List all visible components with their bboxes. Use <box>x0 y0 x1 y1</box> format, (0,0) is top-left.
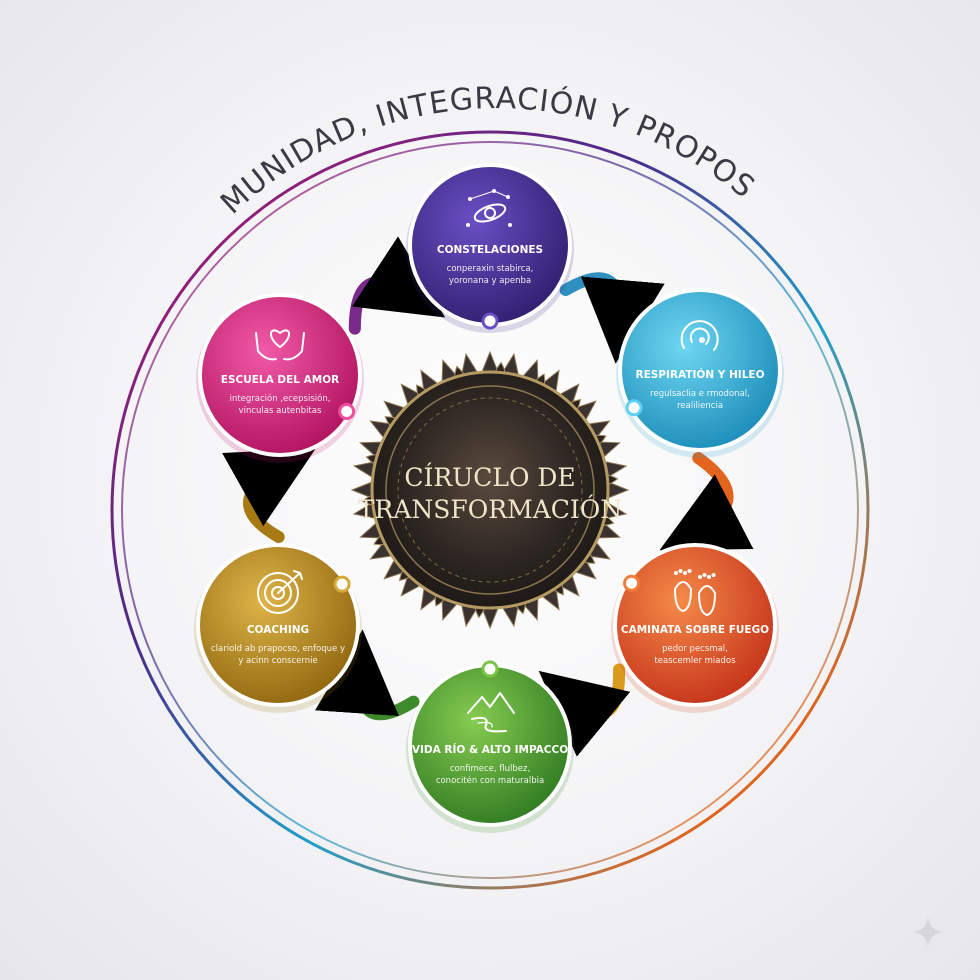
cycle-arrow <box>359 671 413 714</box>
node-subtitle-line2: vinculas autenbitas <box>239 406 322 416</box>
connector-dot <box>483 662 497 676</box>
node-subtitle-line1: conperaxin stabirca, <box>447 264 534 274</box>
node-title: RESPIRATIÓN Y HILEO <box>636 368 765 381</box>
node-subtitle-line1: clariold ab prapocso, enfoque y <box>211 644 345 654</box>
center-title-line1: CÍRUCLO DE <box>404 463 575 492</box>
node-subtitle-line2: y acinn conscernie <box>238 656 317 666</box>
cycle-arrow <box>571 669 619 712</box>
node-subtitle-line2: conocitén con maturalbia <box>436 775 544 786</box>
node-subtitle-line1: regulsaclia e rmodonal, <box>650 389 750 399</box>
cycle-arrow <box>249 469 279 537</box>
connector-dot <box>625 576 639 590</box>
cycle-arrow <box>697 458 728 531</box>
node-title: ESCUELA DEL AMOR <box>221 374 339 386</box>
node-constelaciones: CONSTELACIONES conperaxin stabirca, yorona… <box>406 165 574 333</box>
cycle-arrow <box>355 282 410 329</box>
cycle-arrow <box>566 278 620 322</box>
node-title: CONSTELACIONES <box>437 244 543 256</box>
node-subtitle-line1: confimece, flulbez, <box>450 764 530 774</box>
node-subtitle-line2: realiliencia <box>677 401 723 411</box>
center-medallion: CÍRUCLO DE TRANSFORMACIÓN <box>352 352 628 628</box>
node-title: COACHING <box>247 624 309 636</box>
node-subtitle-line2: yoronana y apenba <box>449 276 531 286</box>
node-subtitle-line1: integración ,ecepsisión, <box>230 393 331 404</box>
node-escuela: ESCUELA DEL AMOR integración ,ecepsisión,… <box>196 295 364 463</box>
node-respiracion: RESPIRATIÓN Y HILEO regulsaclia e rmodona… <box>616 290 784 458</box>
diagram-title: COMUNIDAD, INTEGRACIÓN Y PROPOSTO <box>0 0 761 221</box>
connector-dot <box>340 405 354 419</box>
node-subtitle-line2: teascemler miados <box>654 656 736 666</box>
node-caminata: CAMINATA SOBRE FUEGO pedor pecsmal, teasce… <box>611 545 779 713</box>
connector-dot <box>627 401 641 415</box>
sparkle-icon <box>910 914 946 950</box>
node-title: VIDA RÍO & ALTO IMPACCO <box>412 743 568 756</box>
node-vida-rio: VIDA RÍO & ALTO IMPACCO confimece, flulbe… <box>406 662 574 833</box>
connector-dot <box>335 577 349 591</box>
node-coaching: COACHING clariold ab prapocso, enfoque y y… <box>194 545 362 713</box>
node-subtitle-line1: pedor pecsmal, <box>662 644 728 654</box>
node-title: CAMINATA SOBRE FUEGO <box>621 624 769 636</box>
center-title-line2: TRANSFORMACIÓN <box>358 495 622 524</box>
connector-dot <box>483 314 497 328</box>
